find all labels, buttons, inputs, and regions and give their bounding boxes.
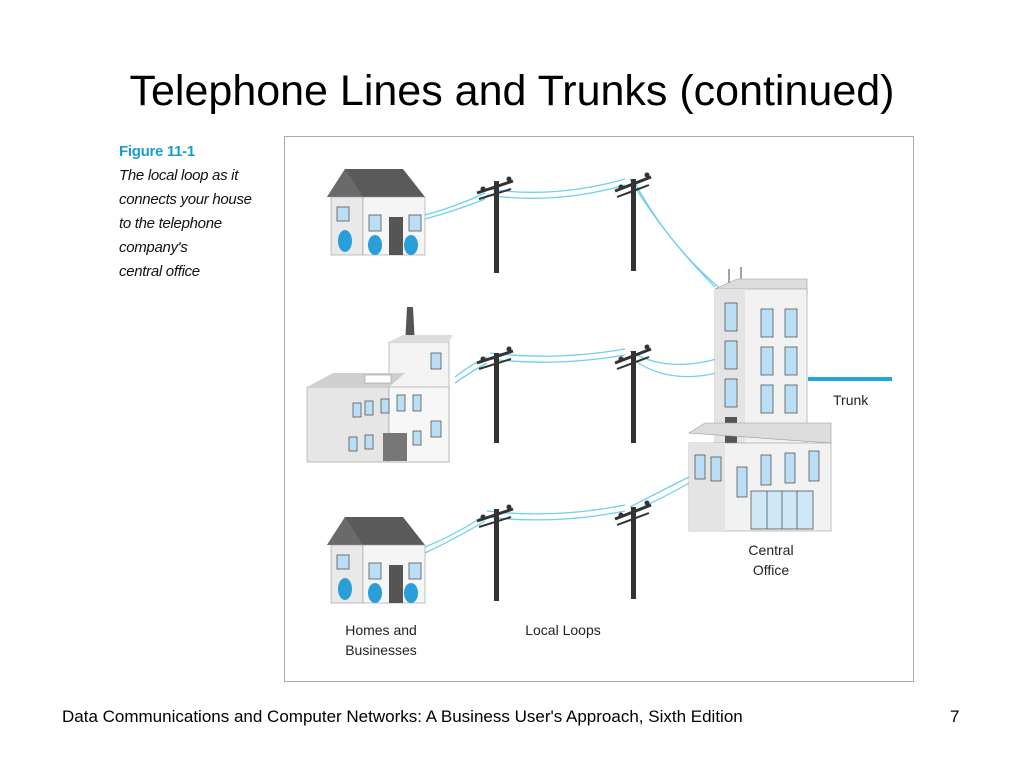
local-loops-label: Local Loops xyxy=(525,622,601,638)
slide-footer: Data Communications and Computer Network… xyxy=(62,707,743,726)
central-office-building-icon xyxy=(688,267,832,532)
figure-caption: Figure 11-1 The local loop as it connect… xyxy=(119,140,279,284)
local-loop-wires xyxy=(424,178,724,554)
telephone-pole xyxy=(476,504,514,601)
trunk-label: Trunk xyxy=(833,392,869,408)
telephone-pole xyxy=(614,172,652,271)
homes-and-businesses-label: Businesses xyxy=(345,642,417,658)
house-icon xyxy=(327,517,426,604)
telephone-pole xyxy=(476,346,514,443)
factory-icon xyxy=(306,307,453,463)
telephone-pole xyxy=(614,500,652,599)
homes-and-businesses-label: Homes and xyxy=(345,622,417,638)
figure-label: Figure 11-1 xyxy=(119,143,195,160)
slide-title: Telephone Lines and Trunks (continued) xyxy=(129,67,895,115)
telephone-pole xyxy=(614,344,652,443)
figure-description: The local loop as it connects your house… xyxy=(119,167,252,280)
page-number: 7 xyxy=(950,707,960,726)
local-loop-diagram: Trunk xyxy=(284,136,914,682)
central-office-label: Central xyxy=(748,542,793,558)
house-icon xyxy=(327,169,426,256)
central-office-label: Office xyxy=(753,562,790,578)
telephone-pole xyxy=(476,176,514,273)
